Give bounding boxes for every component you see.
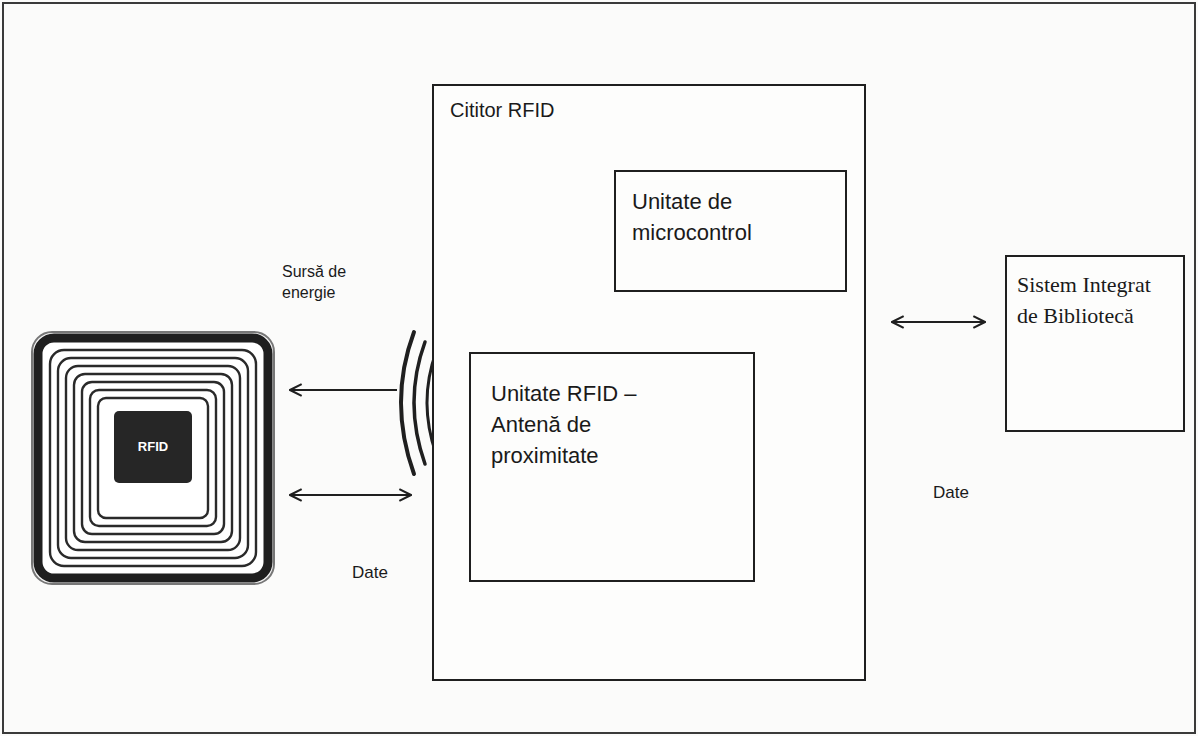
coil-ring [50, 350, 256, 566]
coil-ring [38, 338, 268, 578]
unit-box: Unitate de microcontrol [614, 170, 847, 292]
coil-ring [74, 374, 232, 542]
antenna-box: Unitate RFID – Antenă de proximitate [469, 352, 755, 582]
chip-label: RFID [114, 411, 192, 483]
rfid-tag: RFID [30, 330, 276, 586]
box-text: Unitate de microcontrol [632, 186, 772, 248]
coil-ring [98, 398, 208, 518]
system-box: Sistem Integrat de Bibliotecă [1005, 255, 1185, 432]
edge-label: Date [350, 562, 390, 584]
energy-arrow [290, 389, 397, 391]
box-text: Cititor RFID [450, 96, 750, 124]
coil-ring [82, 382, 224, 534]
coil-ring [66, 366, 240, 550]
tag-outline [32, 332, 274, 584]
coil-ring [90, 390, 216, 526]
reader-box: Cititor RFID Unitate de microcontrolUnita… [432, 84, 866, 681]
box-text: Unitate RFID – Antenă de proximitate [491, 378, 666, 472]
edge-label: Sursă de energie [280, 262, 380, 304]
box-text: Sistem Integrat de Bibliotecă [1017, 269, 1167, 331]
data-arrow [290, 494, 411, 496]
wave-arc [414, 342, 425, 464]
coil-ring [58, 358, 248, 558]
data-arrow [892, 321, 985, 323]
edge-label: Date [931, 482, 971, 504]
wave-arc [401, 332, 414, 474]
